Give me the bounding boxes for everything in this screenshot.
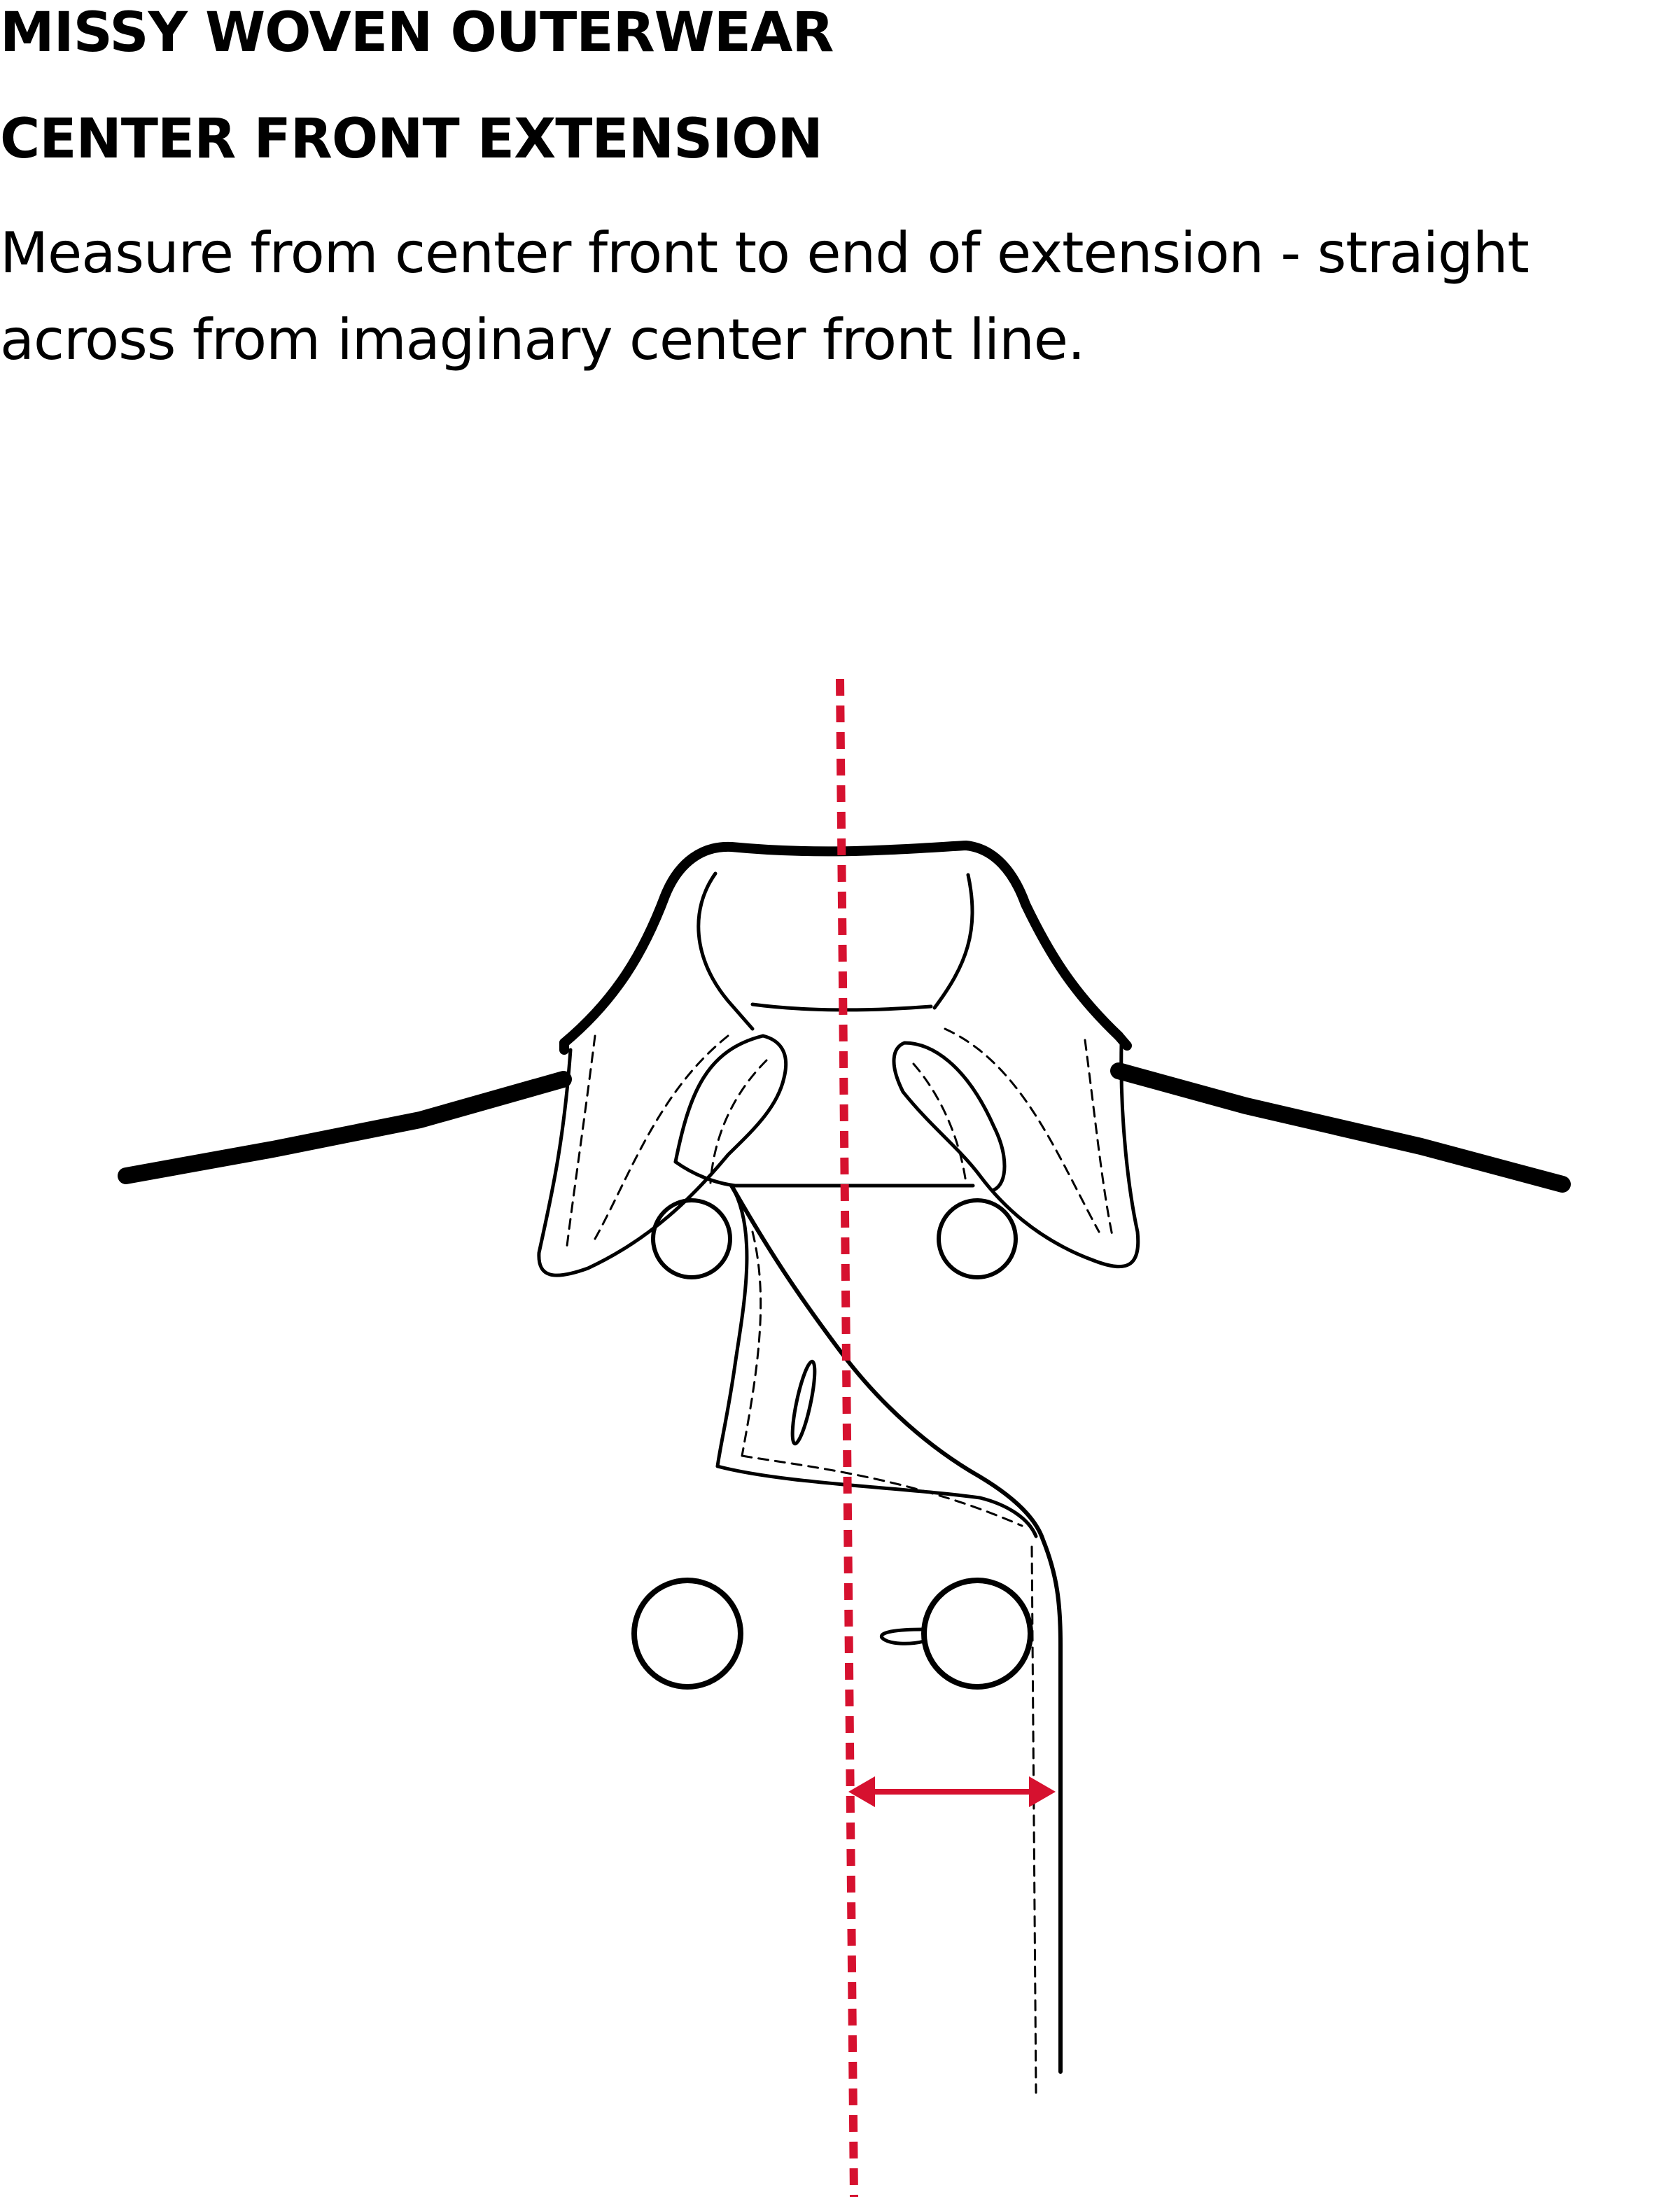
left-lapel-stitch-inner [709, 1059, 768, 1184]
button-shank [879, 1627, 926, 1645]
inner-neckline-left [696, 871, 755, 1031]
left-lapel [537, 1034, 788, 1277]
instructions-text: Measure from center front to end of exte… [0, 220, 1530, 372]
front-edge [729, 1184, 1063, 2074]
arrowhead-left [848, 1776, 875, 1807]
left-lapel-notch [673, 1160, 737, 1188]
left-shoulder-line [118, 1071, 572, 1184]
right-lapel [892, 1041, 1140, 1269]
buttonhole [790, 1359, 817, 1446]
inner-facing [715, 1184, 1038, 1538]
page-title: MISSY WOVEN OUTERWEAR [0, 1, 834, 64]
lower-right-button [921, 1578, 1033, 1690]
right-lapel-stitch [944, 1027, 1114, 1240]
right-collar-edge [1114, 1031, 1132, 1051]
upper-left-button [651, 1198, 732, 1279]
collar-back-neck [559, 841, 1124, 1048]
section-title: CENTER FRONT EXTENSION [0, 108, 823, 171]
right-lapel-notch [992, 1125, 1007, 1192]
inner-neckline-right [932, 873, 974, 1010]
lower-left-button [631, 1578, 743, 1690]
extension-measurement-arrow [848, 1776, 1056, 1807]
arrowhead-right [1029, 1776, 1056, 1807]
right-lapel-stitch-inner [912, 1062, 967, 1184]
neck-band [750, 1002, 933, 1012]
left-lapel-stitch [566, 1034, 729, 1247]
center-front-line [836, 678, 858, 2197]
upper-right-button [937, 1198, 1018, 1279]
right-shoulder-line [1110, 1062, 1571, 1193]
inner-facing-stitch [741, 1230, 1023, 1527]
